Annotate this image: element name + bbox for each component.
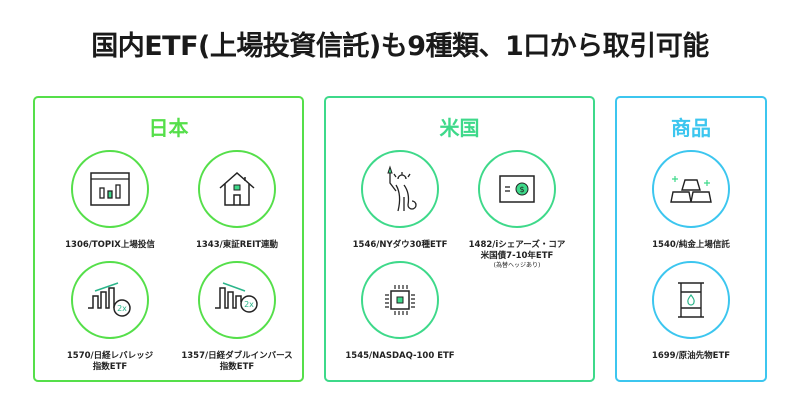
etf-label: 1699/原油先物ETF bbox=[651, 351, 731, 361]
etf-label-line2: 指数ETF bbox=[92, 362, 128, 372]
section-title: 米国 bbox=[439, 116, 480, 140]
etf-label: 1570/日経レバレッジ指数ETF bbox=[45, 351, 175, 373]
inverse-down-chart-icon: 2x bbox=[198, 261, 276, 339]
etf-item-1540: 1540/純金上場信託 bbox=[626, 150, 756, 251]
house-icon bbox=[198, 150, 276, 228]
etf-label: 1545/NASDAQ-100 ETF bbox=[345, 351, 455, 361]
leverage-up-chart-icon: 2x bbox=[71, 261, 149, 339]
etf-item-1546: 1546/NYダウ30種ETF bbox=[335, 150, 465, 251]
etf-item-1343: 1343/東証REIT連動 bbox=[172, 150, 302, 251]
etf-label-note: (為替ヘッジあり) bbox=[493, 262, 541, 269]
etf-label: 1540/純金上場信託 bbox=[652, 240, 730, 250]
badge-2x: 2x bbox=[244, 300, 254, 309]
etf-label-line1: 1482/iシェアーズ・コア bbox=[468, 240, 566, 250]
etf-item-1306: 1306/TOPIX上場投信 bbox=[45, 150, 175, 251]
section-title: 日本 bbox=[148, 116, 189, 140]
section-commodities: 商品 1540/純金上場信託 1699/原油先物ETF bbox=[615, 96, 767, 382]
etf-item-1545: 1545/NASDAQ-100 ETF bbox=[335, 261, 465, 362]
badge-2x: 2x bbox=[117, 304, 127, 313]
page-title: 国内ETF(上場投資信託)も9種類、1口から取引可能 bbox=[91, 31, 709, 62]
oil-barrel-icon bbox=[652, 261, 730, 339]
section-title: 商品 bbox=[671, 116, 711, 140]
etf-label: 1546/NYダウ30種ETF bbox=[352, 240, 448, 250]
etf-item-1482: $ 1482/iシェアーズ・コア米国債7-10年ETF(為替ヘッジあり) bbox=[452, 150, 582, 270]
chart-window-icon bbox=[71, 150, 149, 228]
etf-label-line2: 指数ETF bbox=[219, 362, 255, 372]
etf-label: 1343/東証REIT連動 bbox=[195, 240, 279, 250]
etf-label: 1482/iシェアーズ・コア米国債7-10年ETF(為替ヘッジあり) bbox=[452, 240, 582, 270]
dollar-bill-icon: $ bbox=[478, 150, 556, 228]
etf-label-line2: 米国債7-10年ETF bbox=[480, 251, 554, 261]
statue-of-liberty-icon bbox=[361, 150, 439, 228]
etf-label-line1: 1357/日経ダブルインバース bbox=[181, 351, 293, 361]
section-us: 米国 1546/NYダウ30種ETF $ 1482/iシェアーズ・コア米国債7-… bbox=[324, 96, 595, 382]
etf-label-line1: 1570/日経レバレッジ bbox=[66, 351, 154, 361]
section-japan: 日本 1306/TOPIX上場投信 1343/東証REIT連動 2x 1570/… bbox=[33, 96, 304, 382]
etf-label: 1306/TOPIX上場投信 bbox=[65, 240, 155, 250]
svg-text:$: $ bbox=[519, 185, 524, 194]
etf-label: 1357/日経ダブルインバース指数ETF bbox=[172, 351, 302, 373]
cpu-chip-icon bbox=[361, 261, 439, 339]
etf-item-1699: 1699/原油先物ETF bbox=[626, 261, 756, 362]
etf-item-1570: 2x 1570/日経レバレッジ指数ETF bbox=[45, 261, 175, 373]
etf-item-1357: 2x 1357/日経ダブルインバース指数ETF bbox=[172, 261, 302, 373]
gold-bars-icon bbox=[652, 150, 730, 228]
